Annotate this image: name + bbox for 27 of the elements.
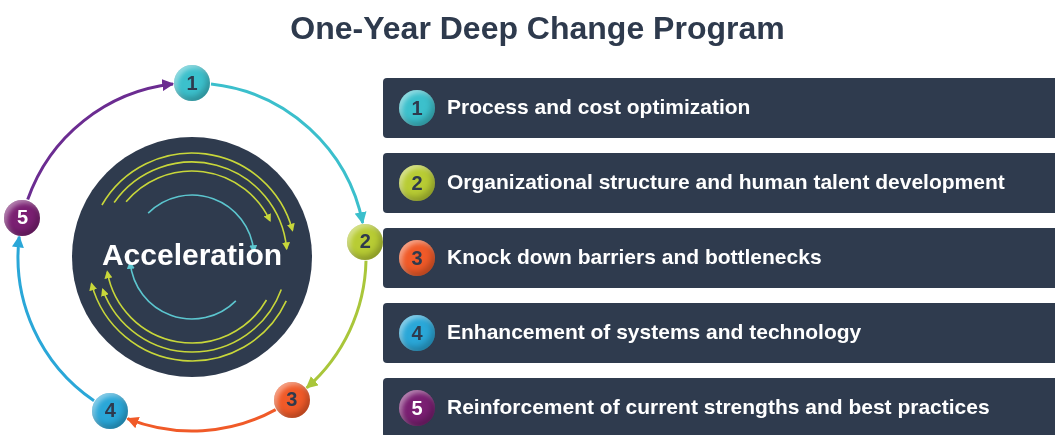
number-badge: 2 (399, 165, 435, 201)
cycle-arrow (126, 408, 277, 433)
number-badge: 3 (399, 240, 435, 276)
circle-label: Acceleration (100, 238, 284, 272)
cycle-arrow (26, 79, 175, 201)
step-text: Knock down barriers and bottlenecks (447, 245, 822, 269)
step-bar (383, 378, 1055, 435)
step-text: Organizational structure and human talent development (447, 170, 1005, 194)
cycle-arrow (12, 235, 95, 402)
cycle-arrow (210, 82, 366, 225)
step-bar (383, 303, 1055, 363)
cycle-arrow (305, 260, 368, 389)
step-bar (383, 78, 1055, 138)
step-text: Process and cost optimization (447, 95, 751, 119)
title: One-Year Deep Change Program (289, 10, 786, 47)
number-badge: 2 (347, 223, 384, 260)
step-text: Reinforcement of current strengths and best practices (447, 395, 990, 419)
number-badge: 1 (174, 65, 210, 101)
number-badge: 4 (92, 392, 129, 429)
number-badge: 4 (399, 315, 435, 351)
step-bar (383, 153, 1055, 213)
number-badge: 3 (273, 381, 310, 418)
step-text: Enhancement of systems and technology (447, 320, 862, 344)
number-badge: 1 (399, 90, 435, 126)
number-badge: 5 (4, 199, 41, 236)
number-badge: 5 (399, 390, 435, 426)
step-bar (383, 228, 1055, 288)
